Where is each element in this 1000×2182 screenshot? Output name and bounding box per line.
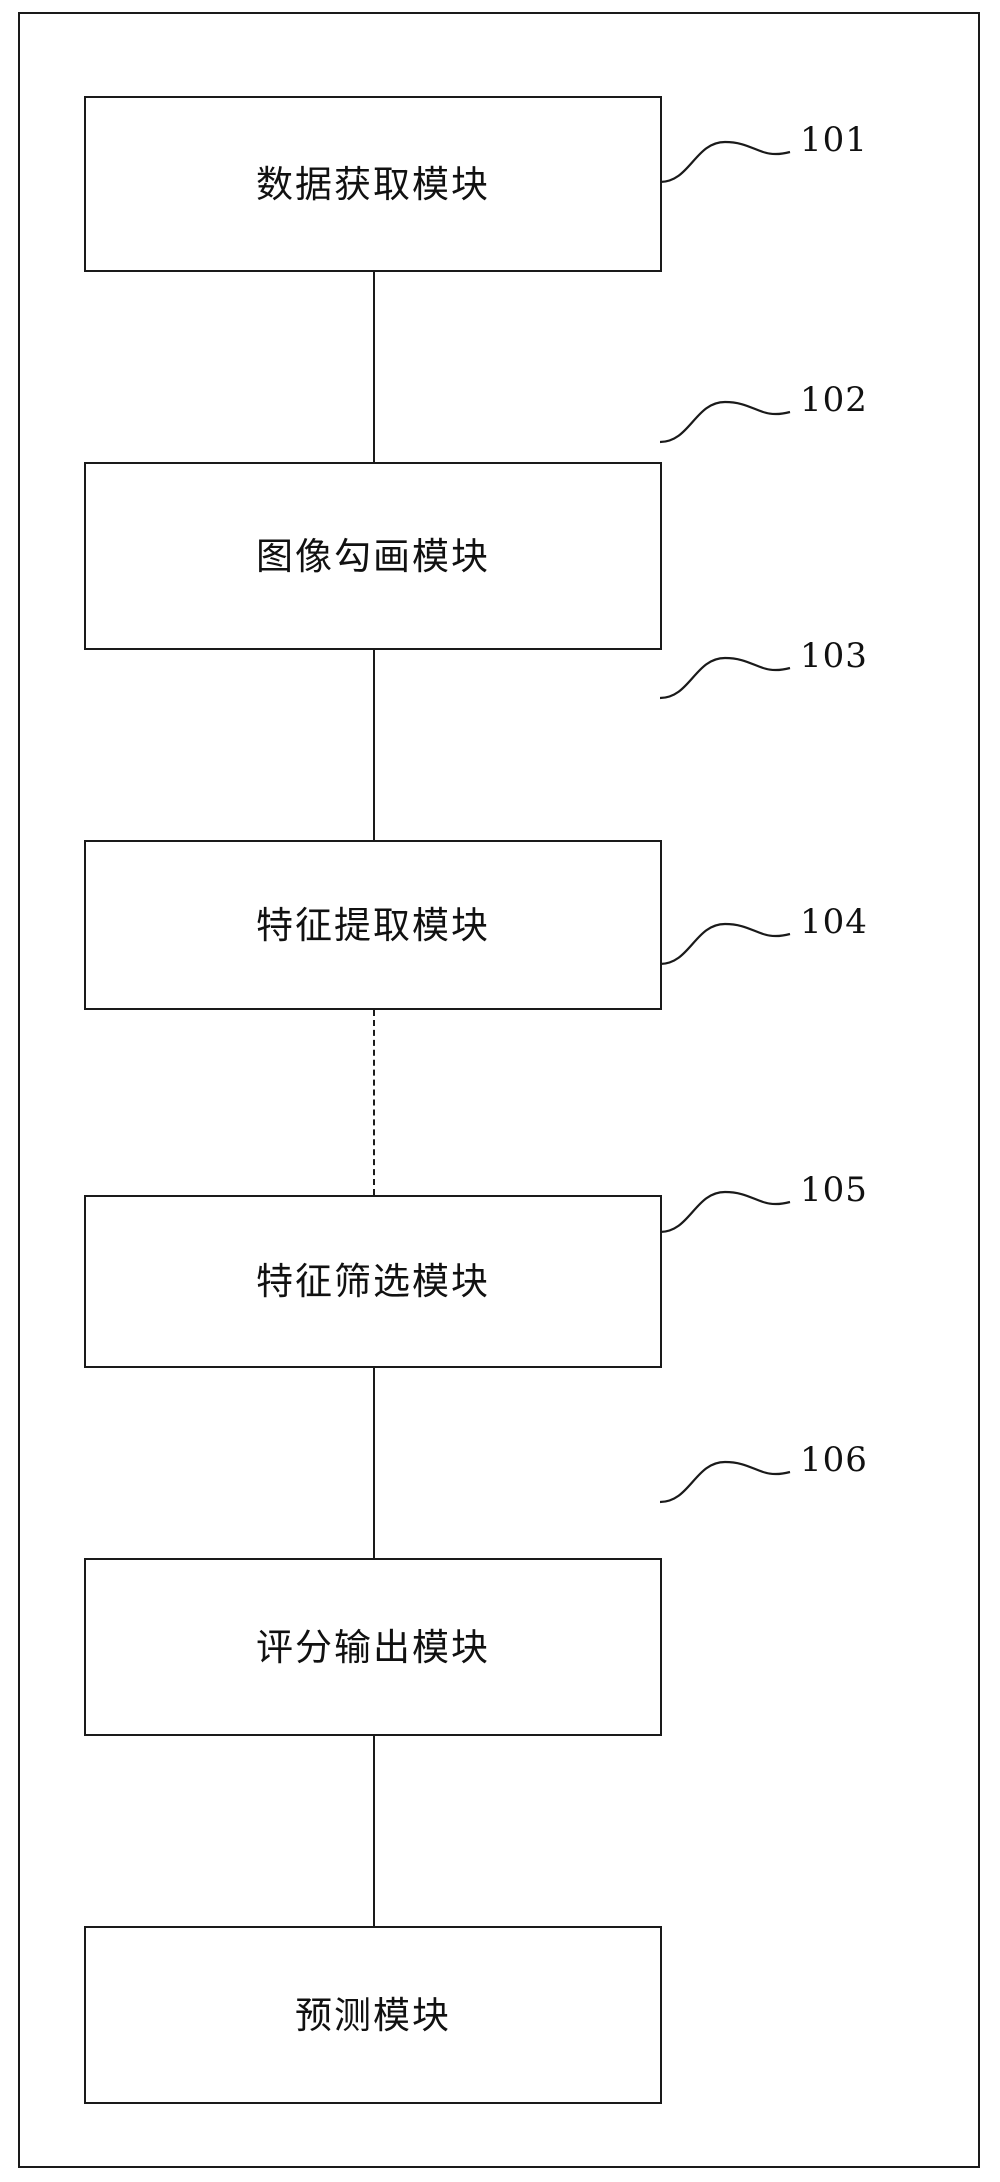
node-label: 数据获取模块 <box>256 162 490 206</box>
leader-line-103 <box>659 656 791 700</box>
ref-number-103: 103 <box>800 636 868 676</box>
node-prediction-module[interactable]: 预测模块 <box>84 1926 662 2104</box>
leader-line-105 <box>659 1190 791 1234</box>
diagram-outer-frame <box>18 12 980 2168</box>
leader-line-101 <box>659 140 791 184</box>
leader-line-104 <box>659 922 791 966</box>
leader-line-102 <box>659 400 791 444</box>
node-data-acquisition-module[interactable]: 数据获取模块 <box>84 96 662 272</box>
node-label: 特征提取模块 <box>256 903 490 947</box>
connector-104-105 <box>373 1368 375 1558</box>
ref-number-104: 104 <box>800 902 868 942</box>
node-label: 预测模块 <box>295 1993 451 2037</box>
ref-number-102: 102 <box>800 380 868 420</box>
ref-number-106: 106 <box>800 1440 868 1480</box>
connector-101-102 <box>373 272 375 462</box>
node-label: 评分输出模块 <box>256 1625 490 1669</box>
node-image-delineation-module[interactable]: 图像勾画模块 <box>84 462 662 650</box>
connector-102-103 <box>373 650 375 840</box>
ref-number-105: 105 <box>800 1170 868 1210</box>
ref-number-101: 101 <box>800 120 868 160</box>
node-label: 图像勾画模块 <box>256 534 490 578</box>
leader-line-106 <box>659 1460 791 1504</box>
node-feature-extraction-module[interactable]: 特征提取模块 <box>84 840 662 1010</box>
connector-103-104 <box>373 1010 375 1195</box>
node-feature-selection-module[interactable]: 特征筛选模块 <box>84 1195 662 1368</box>
node-score-output-module[interactable]: 评分输出模块 <box>84 1558 662 1736</box>
connector-105-106 <box>373 1736 375 1926</box>
node-label: 特征筛选模块 <box>256 1260 490 1303</box>
